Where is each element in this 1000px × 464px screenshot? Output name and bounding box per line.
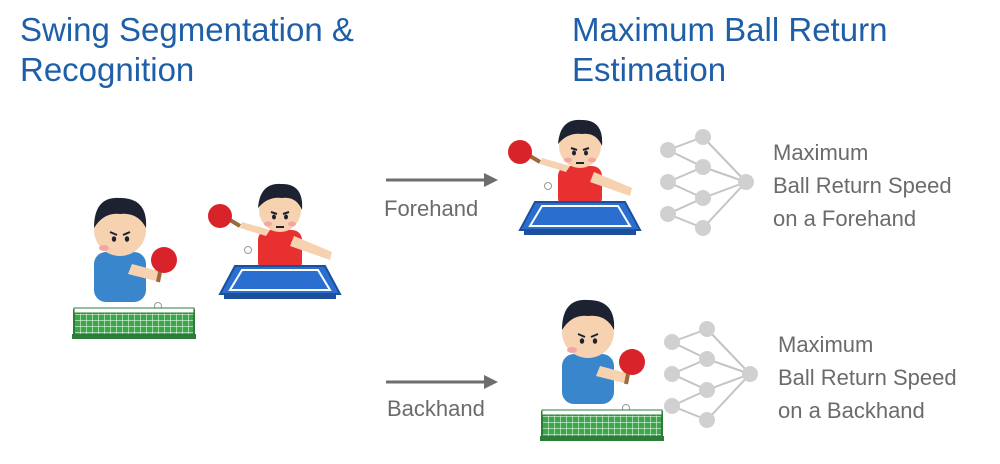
arrow-forehand-icon: [386, 173, 498, 187]
player-blue-net-icon: [70, 195, 198, 341]
forehand-player-icon: [506, 117, 642, 237]
forehand-output-line-3: on a Forehand: [773, 206, 917, 231]
backhand-output-text: Maximum Ball Return Speed on a Backhand: [778, 328, 957, 427]
left-heading-line-1: Swing Segmentation &: [20, 11, 354, 48]
left-heading: Swing Segmentation & Recognition: [20, 10, 440, 90]
backhand-neural-network-icon: [663, 320, 759, 429]
backhand-output-line-2: Ball Return Speed: [778, 365, 957, 390]
forehand-output-text: Maximum Ball Return Speed on a Forehand: [773, 136, 952, 235]
left-heading-line-2: Recognition: [20, 51, 195, 88]
right-heading-line-2: Estimation: [572, 51, 727, 88]
player-red-table-icon: [206, 181, 342, 301]
backhand-label: Backhand: [387, 396, 485, 421]
backhand-player-icon: [538, 297, 666, 443]
forehand-output-line-2: Ball Return Speed: [773, 173, 952, 198]
backhand-output-line-3: on a Backhand: [778, 398, 925, 423]
forehand-output-line-1: Maximum: [773, 140, 869, 165]
forehand-label: Forehand: [384, 196, 479, 221]
right-heading: Maximum Ball Return Estimation: [572, 10, 992, 90]
backhand-output-line-1: Maximum: [778, 332, 874, 357]
right-heading-line-1: Maximum Ball Return: [572, 11, 888, 48]
arrow-backhand-icon: [386, 375, 498, 389]
forehand-neural-network-icon: [659, 128, 755, 237]
